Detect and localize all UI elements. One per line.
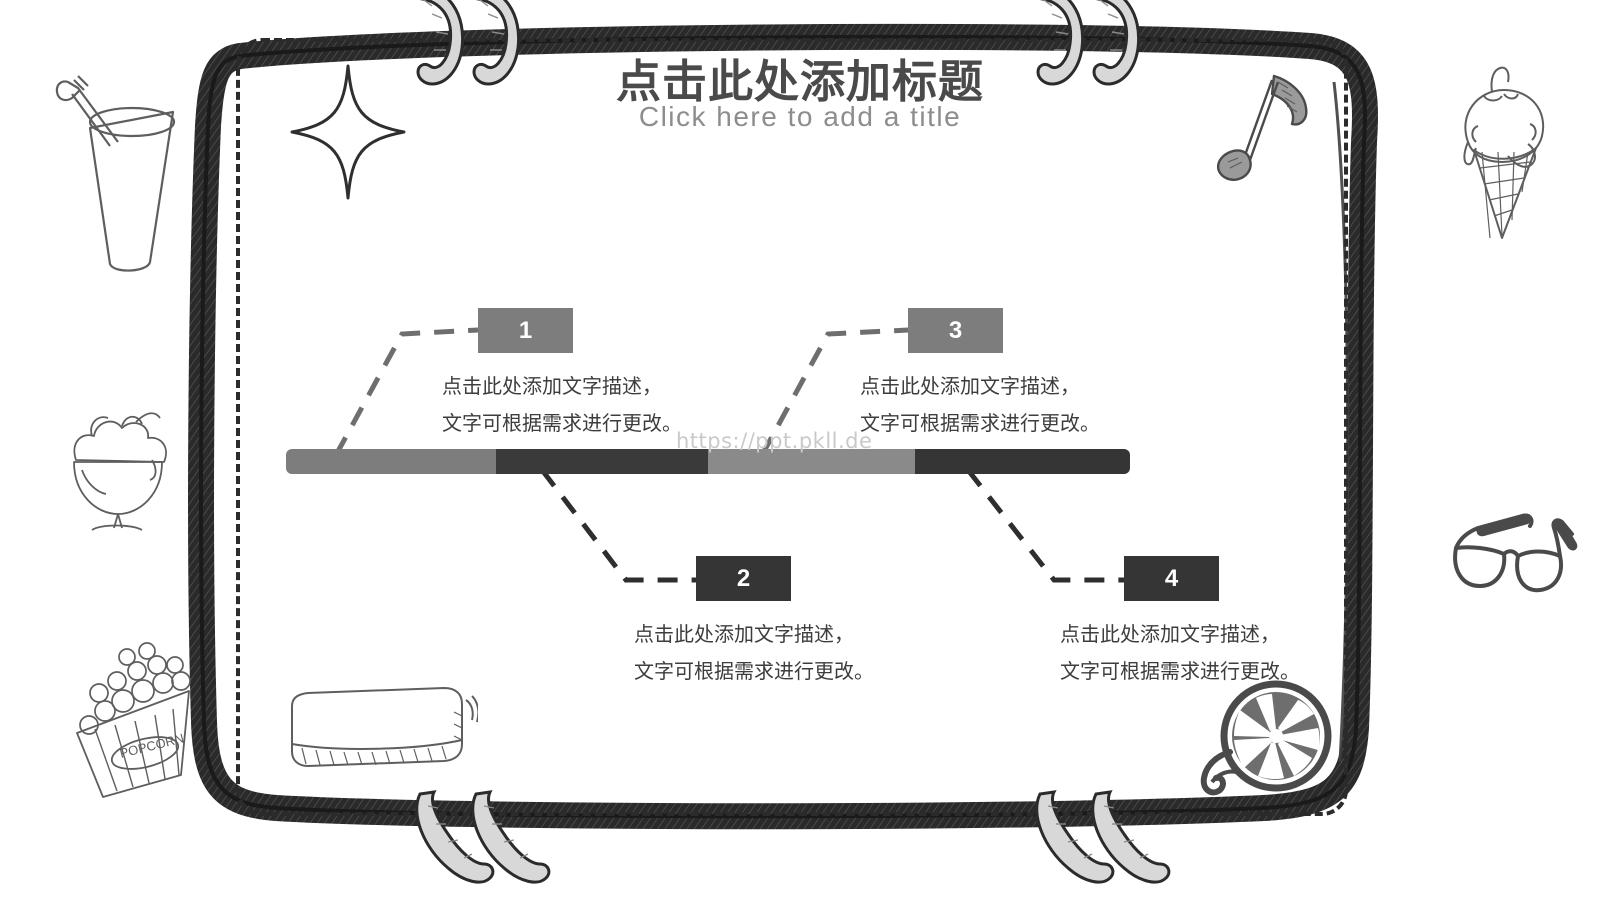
node-1-line-1: 点击此处添加文字描述，: [442, 376, 662, 398]
progress-bar: [286, 449, 1130, 474]
node-3-number-box[interactable]: 3: [908, 308, 1003, 353]
node-2[interactable]: 2 点击此处添加文字描述， 文字可根据需求进行更改。: [634, 556, 874, 691]
node-4[interactable]: 4 点击此处添加文字描述， 文字可根据需求进行更改。: [1060, 556, 1300, 691]
page-title: 点击此处添加标题: [615, 56, 984, 107]
eyeglasses-icon: [1453, 513, 1578, 593]
node-1-line-2: 文字可根据需求进行更改。: [442, 413, 682, 435]
sundae-icon: [73, 412, 167, 531]
node-3-line-1: 点击此处添加文字描述，: [860, 376, 1080, 398]
node-1[interactable]: 1 点击此处添加文字描述， 文字可根据需求进行更改。: [442, 308, 682, 443]
ice-cream-cone-icon: [1463, 66, 1545, 239]
node-2-number: 2: [736, 564, 751, 592]
node-4-line-2: 文字可根据需求进行更改。: [1060, 661, 1300, 683]
bar-segment-1[interactable]: [286, 449, 496, 474]
node-2-description[interactable]: 点击此处添加文字描述， 文字可根据需求进行更改。: [634, 617, 874, 691]
node-3[interactable]: 3 点击此处添加文字描述， 文字可根据需求进行更改。: [860, 308, 1100, 443]
node-2-number-box[interactable]: 2: [696, 556, 791, 601]
node-4-line-1: 点击此处添加文字描述，: [1060, 624, 1280, 646]
bar-segment-4[interactable]: [915, 449, 1130, 474]
slide-title-block: 点击此处添加标题 Click here to add a title: [400, 58, 1200, 133]
node-1-description[interactable]: 点击此处添加文字描述， 文字可根据需求进行更改。: [442, 369, 682, 443]
node-4-number: 4: [1164, 564, 1179, 592]
node-2-line-1: 点击此处添加文字描述，: [634, 624, 854, 646]
dashed-inner-border: [236, 38, 1348, 816]
node-3-number: 3: [948, 316, 963, 344]
node-1-number: 1: [518, 316, 533, 344]
bar-segment-2[interactable]: [496, 449, 708, 474]
drink-cup-icon: [55, 75, 176, 272]
popcorn-label: POPCORN: [118, 730, 185, 760]
node-3-description[interactable]: 点击此处添加文字描述， 文字可根据需求进行更改。: [860, 369, 1100, 443]
node-3-line-2: 文字可根据需求进行更改。: [860, 413, 1100, 435]
node-4-description[interactable]: 点击此处添加文字描述， 文字可根据需求进行更改。: [1060, 617, 1300, 691]
node-2-line-2: 文字可根据需求进行更改。: [634, 661, 874, 683]
node-4-number-box[interactable]: 4: [1124, 556, 1219, 601]
node-1-number-box[interactable]: 1: [478, 308, 573, 353]
watermark: https://ppt.pkll.de: [676, 429, 873, 453]
page-subtitle: Click here to add a title: [638, 101, 962, 133]
bar-segment-3[interactable]: [708, 449, 915, 474]
